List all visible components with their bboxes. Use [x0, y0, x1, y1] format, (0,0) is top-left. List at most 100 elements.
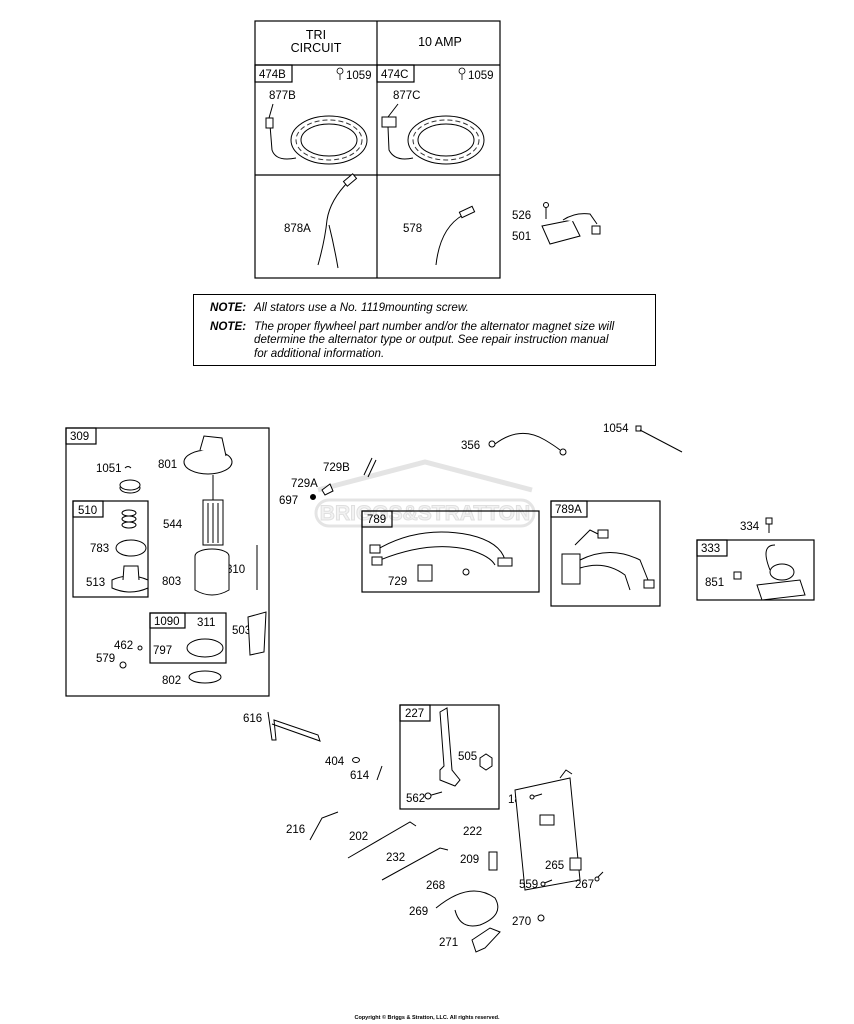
bracket-271: [471, 927, 501, 953]
spring-209: [488, 851, 498, 871]
part-505: 505: [458, 751, 477, 763]
part-270: 270: [512, 916, 531, 928]
screw-1059-right: [458, 67, 466, 80]
copyright-text: Copyright © Briggs & Stratton, LLC. All …: [354, 1015, 500, 1021]
stator-10-amp: [381, 103, 485, 165]
note-text-2-line1: The proper flywheel part number and/or t…: [254, 319, 615, 333]
part-311: 311: [197, 617, 215, 629]
part-265: 265: [545, 860, 564, 872]
box-label-474B: 474B: [259, 69, 286, 81]
box-label-789: 789: [367, 514, 386, 526]
part-1059-left: 1059: [346, 70, 372, 82]
part-729B: 729B: [323, 462, 350, 474]
rod-202: [347, 821, 417, 859]
screw-334: [765, 517, 773, 533]
starter-motor-parts: [111, 435, 267, 684]
wire-578: [435, 205, 476, 266]
cable-232: [381, 847, 449, 881]
part-356: 356: [461, 440, 480, 452]
header-tri-circuit-line1: TRI: [306, 28, 326, 42]
part-268: 268: [426, 880, 445, 892]
part-562: 562: [406, 793, 425, 805]
part-878A: 878A: [284, 223, 311, 235]
box-label-510: 510: [78, 505, 97, 517]
note-label-1: NOTE:: [210, 301, 247, 314]
stator-table: [254, 20, 501, 279]
box-label-1090: 1090: [154, 616, 180, 628]
box-label-789A: 789A: [555, 504, 582, 516]
screws-559-267: [540, 871, 604, 887]
box-label-227: 227: [405, 708, 424, 720]
link-216: [309, 811, 339, 841]
part-614: 614: [350, 770, 370, 782]
part-1054: 1054: [603, 423, 629, 435]
cable-tie-1054: [635, 425, 683, 453]
part-783: 783: [90, 543, 109, 555]
part-269: 269: [409, 906, 428, 918]
part-462: 462: [114, 640, 133, 652]
part-559: 559: [519, 879, 538, 891]
part-501: 501: [512, 231, 531, 243]
harness-789A: [561, 529, 655, 591]
part-271: 271: [439, 937, 458, 949]
part-801: 801: [158, 459, 177, 471]
part-802: 802: [162, 675, 181, 687]
note-text-1: All stators use a No. 1119mounting screw…: [254, 301, 469, 314]
part-404: 404: [325, 756, 345, 768]
part-202: 202: [349, 831, 368, 843]
note-text-2-line3: for additional information.: [254, 346, 385, 360]
note-label-2: NOTE:: [210, 319, 247, 333]
part-877B: 877B: [269, 90, 296, 102]
block-265: [569, 857, 582, 871]
box-309: [65, 427, 270, 697]
part-544: 544: [163, 519, 183, 531]
part-1059-right: 1059: [468, 70, 494, 82]
note-text-2-line2: determine the alternator type or output.…: [254, 333, 609, 346]
watermark-text: BRIGGS&STRATTON: [320, 502, 530, 525]
wire-878A: [317, 173, 358, 269]
part-729A: 729A: [291, 478, 318, 490]
ignition-armature-333: [733, 544, 806, 601]
shaft-616: [267, 711, 321, 742]
part-526: 526: [512, 210, 531, 222]
clip-parts-729: [310, 457, 377, 500]
part-334: 334: [740, 521, 760, 533]
box-333: [696, 539, 815, 601]
cable-268-269: [435, 890, 499, 927]
part-803: 803: [162, 576, 181, 588]
nut-270: [537, 914, 545, 922]
part-729: 729: [388, 576, 407, 588]
part-232: 232: [386, 852, 405, 864]
part-222: 222: [463, 826, 482, 838]
part-697: 697: [279, 495, 298, 507]
header-10-amp: 10 AMP: [418, 35, 462, 49]
part-1051: 1051: [96, 463, 122, 475]
washer-pin: [352, 757, 383, 781]
box-789: [361, 510, 540, 593]
header-tri-circuit-line2: CIRCUIT: [291, 41, 342, 55]
bracket-188: [514, 769, 581, 891]
box-789A: [550, 500, 661, 607]
stator-tri-circuit: [265, 103, 368, 165]
screw-1059-left: [336, 67, 344, 80]
box-label-474C: 474C: [381, 69, 409, 81]
harness-789: [369, 531, 513, 582]
part-578: 578: [403, 223, 422, 235]
part-877C: 877C: [393, 90, 421, 102]
regulator-501: [541, 202, 601, 245]
part-310: 310: [226, 564, 245, 576]
ground-wire-356: [488, 433, 567, 456]
lever-227: [424, 707, 493, 800]
part-216: 216: [286, 824, 305, 836]
box-label-333: 333: [701, 543, 720, 555]
part-797: 797: [153, 645, 172, 657]
box-227: [399, 704, 500, 810]
part-513: 513: [86, 577, 105, 589]
part-616: 616: [243, 713, 262, 725]
part-851: 851: [705, 577, 724, 589]
note-box: NOTE: All stators use a No. 1119mounting…: [193, 294, 656, 366]
part-267: 267: [575, 879, 594, 891]
part-503: 503: [232, 625, 251, 637]
box-label-309: 309: [70, 431, 89, 443]
